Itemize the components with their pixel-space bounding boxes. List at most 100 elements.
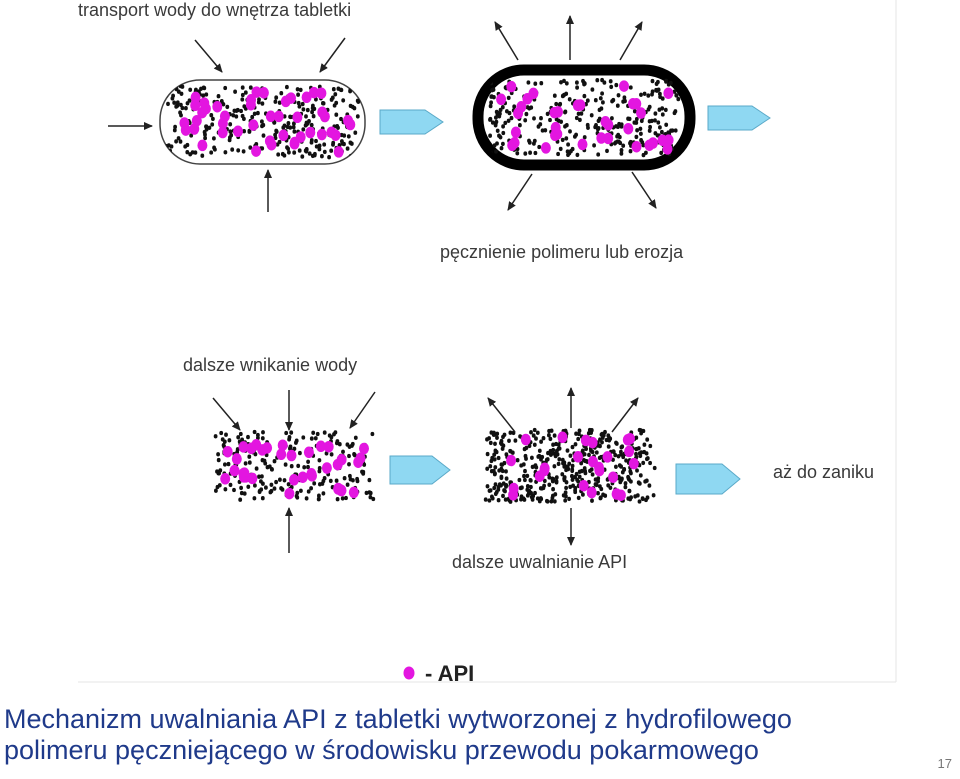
polymer-particle [501, 493, 505, 499]
polymer-particle [552, 464, 557, 469]
polymer-particle [173, 124, 178, 130]
polymer-particle [213, 147, 217, 152]
polymer-particle [558, 146, 563, 152]
polymer-particle [603, 493, 608, 498]
polymer-particle [204, 124, 208, 129]
polymer-particle [598, 437, 602, 442]
polymer-particle [312, 481, 317, 486]
polymer-particle [493, 441, 497, 446]
polymer-particle [529, 490, 533, 496]
polymer-particle [635, 468, 639, 473]
polymer-particle [341, 98, 346, 103]
polymer-particle [277, 100, 282, 105]
polymer-particle [564, 480, 569, 485]
polymer-particle [317, 493, 321, 498]
polymer-particle [518, 123, 522, 128]
polymer-particle [522, 473, 526, 479]
polymer-particle [532, 442, 537, 447]
polymer-particle [223, 487, 228, 492]
polymer-particle [584, 446, 588, 452]
polymer-particle [556, 461, 561, 467]
polymer-particle [224, 432, 228, 437]
polymer-particle [593, 98, 598, 103]
polymer-particle [648, 443, 653, 449]
polymer-particle [564, 485, 568, 491]
polymer-particle [183, 144, 188, 149]
polymer-particle [274, 479, 278, 485]
polymer-particle [598, 495, 603, 500]
polymer-particle [585, 122, 590, 128]
polymer-particle [532, 138, 537, 144]
polymer-particle [647, 119, 652, 124]
inflow-arrows-stage-1 [108, 37, 346, 212]
api-particle [239, 467, 250, 479]
process-arrow-4 [675, 463, 741, 495]
polymer-particle [488, 133, 492, 138]
polymer-particle [243, 461, 248, 466]
polymer-particle [658, 125, 662, 130]
polymer-particle [576, 495, 581, 501]
api-particle [321, 462, 332, 474]
polymer-particle [600, 91, 604, 96]
polymer-particle [622, 95, 627, 100]
outflow-arrows-stage-4 [487, 387, 639, 546]
polymer-particle [284, 430, 289, 436]
polymer-particle [575, 152, 580, 158]
polymer-particle [653, 131, 658, 136]
polymer-particle [573, 474, 577, 480]
polymer-particle [567, 496, 571, 502]
polymer-particle [656, 120, 661, 125]
api-particle [506, 80, 517, 93]
polymer-particle [576, 479, 581, 484]
api-particle [550, 121, 561, 134]
polymer-particle [497, 468, 502, 473]
process-arrow-1 [379, 109, 444, 135]
polymer-particle [539, 116, 543, 121]
polymer-particle [496, 455, 501, 461]
polymer-particle [579, 461, 584, 466]
polymer-particle [543, 128, 548, 133]
polymer-particle [212, 136, 216, 141]
polymer-particle [247, 128, 252, 134]
polymer-particle [647, 128, 652, 133]
page-number: 17 [937, 756, 952, 771]
polymer-particle [496, 498, 501, 503]
api-particle [295, 131, 306, 143]
polymer-particle [240, 92, 245, 98]
polymer-particle [504, 452, 509, 457]
api-particle [220, 473, 231, 485]
polymer-particle [560, 137, 565, 143]
process-arrow-3 [389, 455, 451, 485]
polymer-particle [596, 491, 600, 496]
polymer-particle [356, 86, 360, 91]
polymer-particle [336, 125, 340, 130]
polymer-particle [228, 482, 233, 488]
polymer-particle [568, 484, 573, 490]
polymer-particle [329, 148, 334, 153]
polymer-particle [554, 441, 558, 447]
polymer-particle [164, 150, 168, 155]
polymer-particle [492, 457, 497, 462]
tablet-stage-4 [483, 427, 657, 504]
polymer-particle [596, 152, 601, 157]
polymer-particle [304, 114, 308, 119]
polymer-particle [673, 128, 678, 133]
polymer-particle [533, 490, 537, 496]
api-particle [644, 139, 655, 151]
polymer-particle [282, 153, 287, 158]
polymer-particle [341, 449, 345, 454]
polymer-particle [670, 128, 675, 133]
polymer-particle [367, 477, 372, 483]
polymer-particle [352, 452, 356, 457]
polymer-particle [563, 428, 568, 433]
polymer-particle [614, 82, 619, 88]
polymer-particle [285, 124, 290, 130]
polymer-particle [582, 82, 586, 87]
polymer-particle [502, 460, 507, 466]
polymer-particle [600, 77, 604, 83]
polymer-particle [301, 127, 306, 132]
polymer-particle [252, 429, 257, 435]
polymer-particle [238, 431, 243, 437]
api-particle [663, 134, 674, 146]
